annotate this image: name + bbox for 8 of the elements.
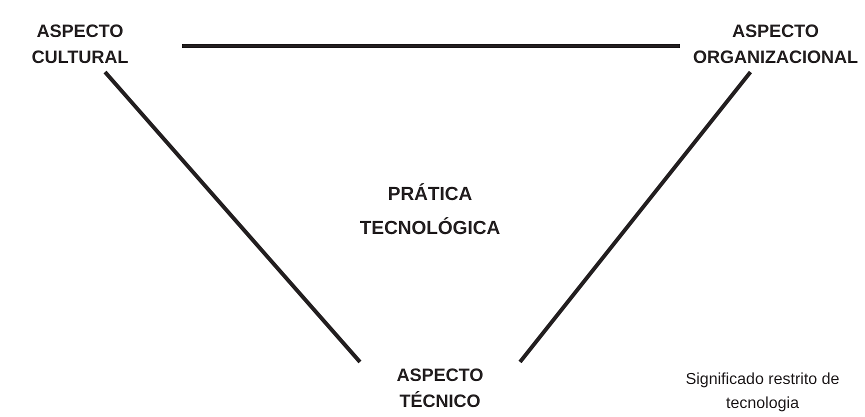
connector-line [518,70,752,364]
concept-label: ASPECTO CULTURAL [0,18,160,70]
connector-line [182,44,680,48]
connector-line [104,70,362,364]
center-label: PRÁTICA TECNOLÓGICA [358,182,502,241]
concept-label: ASPECTO ORGANIZACIONAL [688,18,863,70]
note-text: Significado restrito de tecnologia [684,370,840,414]
concept-label: ASPECTO TÉCNICO [380,362,500,414]
